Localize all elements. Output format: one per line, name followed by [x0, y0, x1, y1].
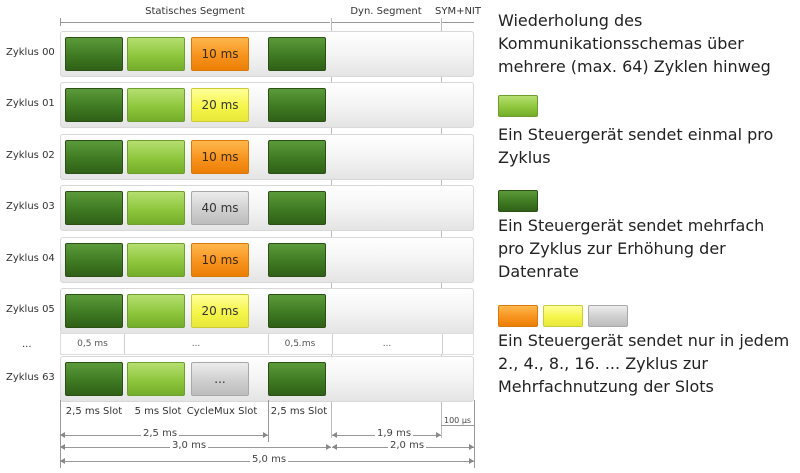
slot-dark-green	[268, 243, 326, 277]
cycle-label: Zyklus 05	[6, 304, 55, 315]
slot-dark-green	[65, 88, 123, 122]
slot-light-green	[127, 37, 185, 71]
ellipsis-row: 0,5 ms ... ... 0,5 ms ...	[60, 333, 474, 355]
slot-cyclemux: 20 ms	[191, 88, 249, 122]
slot-dark-green	[65, 294, 123, 328]
slot-light-green	[127, 294, 185, 328]
slot-light-green	[127, 362, 185, 396]
slot-dark-green	[65, 140, 123, 174]
dim-dynamic-total-label: 2,0 ms	[388, 440, 427, 451]
legend-swatch-dark-green	[498, 190, 538, 212]
cycle-label: Zyklus 02	[6, 150, 55, 161]
slot-light-green	[127, 140, 185, 174]
ellipsis-row-label: ...	[22, 339, 32, 350]
slot-light-green	[127, 191, 185, 225]
slot-dark-green	[268, 37, 326, 71]
slot-dark-green	[268, 294, 326, 328]
cycle-label: Zyklus 01	[6, 98, 55, 109]
dim-cycle-total-label: 5,0 ms	[250, 454, 289, 465]
slot-dark-green	[65, 362, 123, 396]
header-line-symnit	[442, 22, 474, 23]
legend-swatch-gray	[588, 305, 628, 327]
slot-dark-green	[65, 243, 123, 277]
ellipsis-cell-5: ...	[382, 339, 392, 349]
legend-multi: Ein Steuergerät sendet mehrfach pro Zykl…	[498, 216, 765, 281]
legend-single: Ein Steuergerät sendet einmal pro Zyklus	[498, 125, 774, 167]
ellipsis-cell-2: ...	[191, 339, 201, 349]
ellipsis-cell-1: 0,5 ms	[77, 339, 108, 349]
slot-light-green	[127, 88, 185, 122]
dynamic-segment-header: Dyn. Segment	[350, 6, 422, 17]
slot-cyclemux: 20 ms	[191, 294, 249, 328]
dim-static-first-label: 2,5 ms	[141, 428, 180, 439]
slot-dark-green	[268, 362, 326, 396]
legend-intro: Wiederholung des Kommunikationsschemas ü…	[498, 11, 771, 76]
slot-dark-green	[268, 191, 326, 225]
legend-swatch-yellow	[543, 305, 583, 327]
legend-swatch-light-green	[498, 95, 538, 117]
slot-label-1: 2,5 ms Slot	[65, 406, 123, 417]
dim-static-total-label: 3,0 ms	[170, 440, 209, 451]
slot-label-3: CycleMux Slot	[186, 406, 258, 417]
slot-cyclemux: ...	[191, 362, 249, 396]
slot-label-4: 2,5 ms Slot	[270, 406, 328, 417]
slot-dark-green	[268, 140, 326, 174]
static-segment-header: Statisches Segment	[145, 6, 245, 17]
legend-cyclemux: Ein Steuergerät sendet nur in jedem 2., …	[498, 331, 790, 396]
slot-cyclemux: 10 ms	[191, 243, 249, 277]
ellipsis-cell-4: 0,5 ms	[284, 339, 316, 349]
slot-sep-3	[474, 400, 475, 468]
slot-cyclemux: 10 ms	[191, 140, 249, 174]
slot-dark-green	[65, 37, 123, 71]
sym-nit-header: SYM+NIT	[434, 6, 481, 17]
cycle-label: Zyklus 00	[6, 47, 55, 58]
slot-cyclemux: 10 ms	[191, 37, 249, 71]
ellipsis-cell-3: ...	[295, 339, 305, 349]
slot-sep-2	[268, 400, 269, 442]
dim-symnit-label: 100 µs	[442, 416, 474, 425]
slot-dark-green	[268, 88, 326, 122]
cycle-label: Zyklus 04	[6, 253, 55, 264]
cycle-label: Zyklus 63	[6, 372, 55, 383]
slot-label-2: 5 ms Slot	[134, 406, 182, 417]
slot-light-green	[127, 243, 185, 277]
dim-dynamic-part-label: 1,9 ms	[375, 428, 414, 439]
legend-swatch-orange	[498, 305, 538, 327]
slot-cyclemux: 40 ms	[191, 191, 249, 225]
dim-symnit	[441, 425, 474, 426]
cycle-label: Zyklus 03	[6, 201, 55, 212]
slot-dark-green	[65, 191, 123, 225]
header-line-dynamic	[332, 22, 440, 23]
